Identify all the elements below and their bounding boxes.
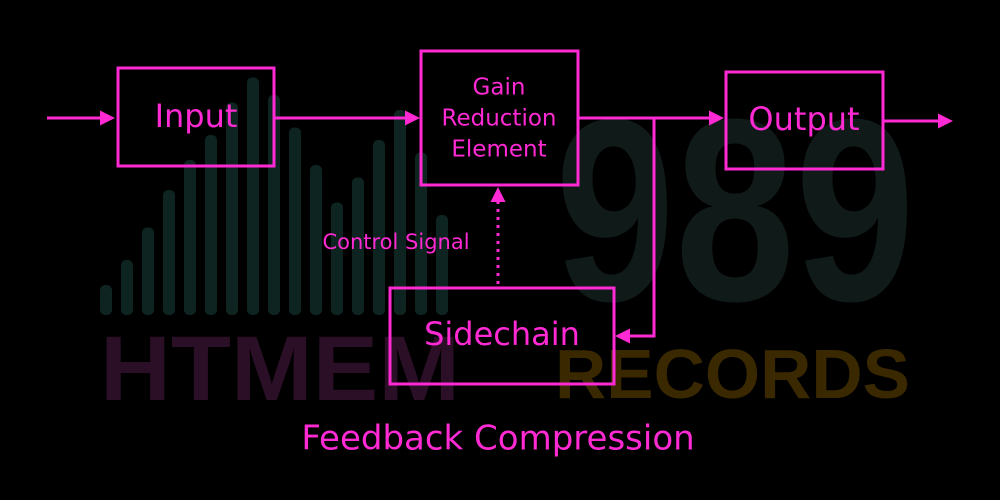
watermark-bar xyxy=(436,215,448,315)
input-box xyxy=(116,66,276,168)
gain-label-line-3: Element xyxy=(451,137,546,163)
watermark-bar xyxy=(352,177,364,315)
gain-reduction-box xyxy=(419,49,580,187)
output-box xyxy=(724,70,885,171)
input-label: Input xyxy=(155,97,238,135)
gain-label-line-1: Gain xyxy=(473,75,526,101)
watermark-bar xyxy=(100,285,112,315)
watermark-bar xyxy=(226,102,238,315)
node-output: Output xyxy=(724,70,885,171)
watermark-left-word: HTMEM xyxy=(100,318,460,420)
control-signal-label: Control Signal xyxy=(322,230,469,254)
watermark-bar xyxy=(415,152,427,315)
diagram-caption: Feedback Compression xyxy=(301,419,694,459)
watermark-bar xyxy=(205,135,217,315)
watermark-digits: 989 xyxy=(555,66,915,356)
output-label: Output xyxy=(748,100,859,138)
watermark-bar xyxy=(247,77,259,315)
watermark-bar xyxy=(289,127,301,315)
watermark-bar xyxy=(310,165,322,315)
watermark-bar xyxy=(142,227,154,315)
feedback-path-arrow xyxy=(615,118,656,344)
gain-label-line-2: Reduction xyxy=(442,106,557,132)
node-sidechain: Sidechain xyxy=(388,286,616,386)
connectors xyxy=(47,110,953,344)
watermark-bar xyxy=(121,260,133,315)
node-gain-reduction: Gain Reduction Element xyxy=(419,49,580,187)
watermark-bar xyxy=(394,110,406,315)
sidechain-box xyxy=(388,286,616,386)
node-input: Input xyxy=(116,66,276,168)
watermark-bar xyxy=(184,160,196,315)
watermark-right-word: RECORDS xyxy=(555,335,910,413)
watermark-bar xyxy=(373,140,385,315)
watermark-equalizer-bars xyxy=(100,77,448,315)
watermark-bar xyxy=(268,95,280,315)
sidechain-label: Sidechain xyxy=(424,315,580,353)
watermark-bar xyxy=(331,202,343,315)
watermark-bar xyxy=(163,190,175,315)
